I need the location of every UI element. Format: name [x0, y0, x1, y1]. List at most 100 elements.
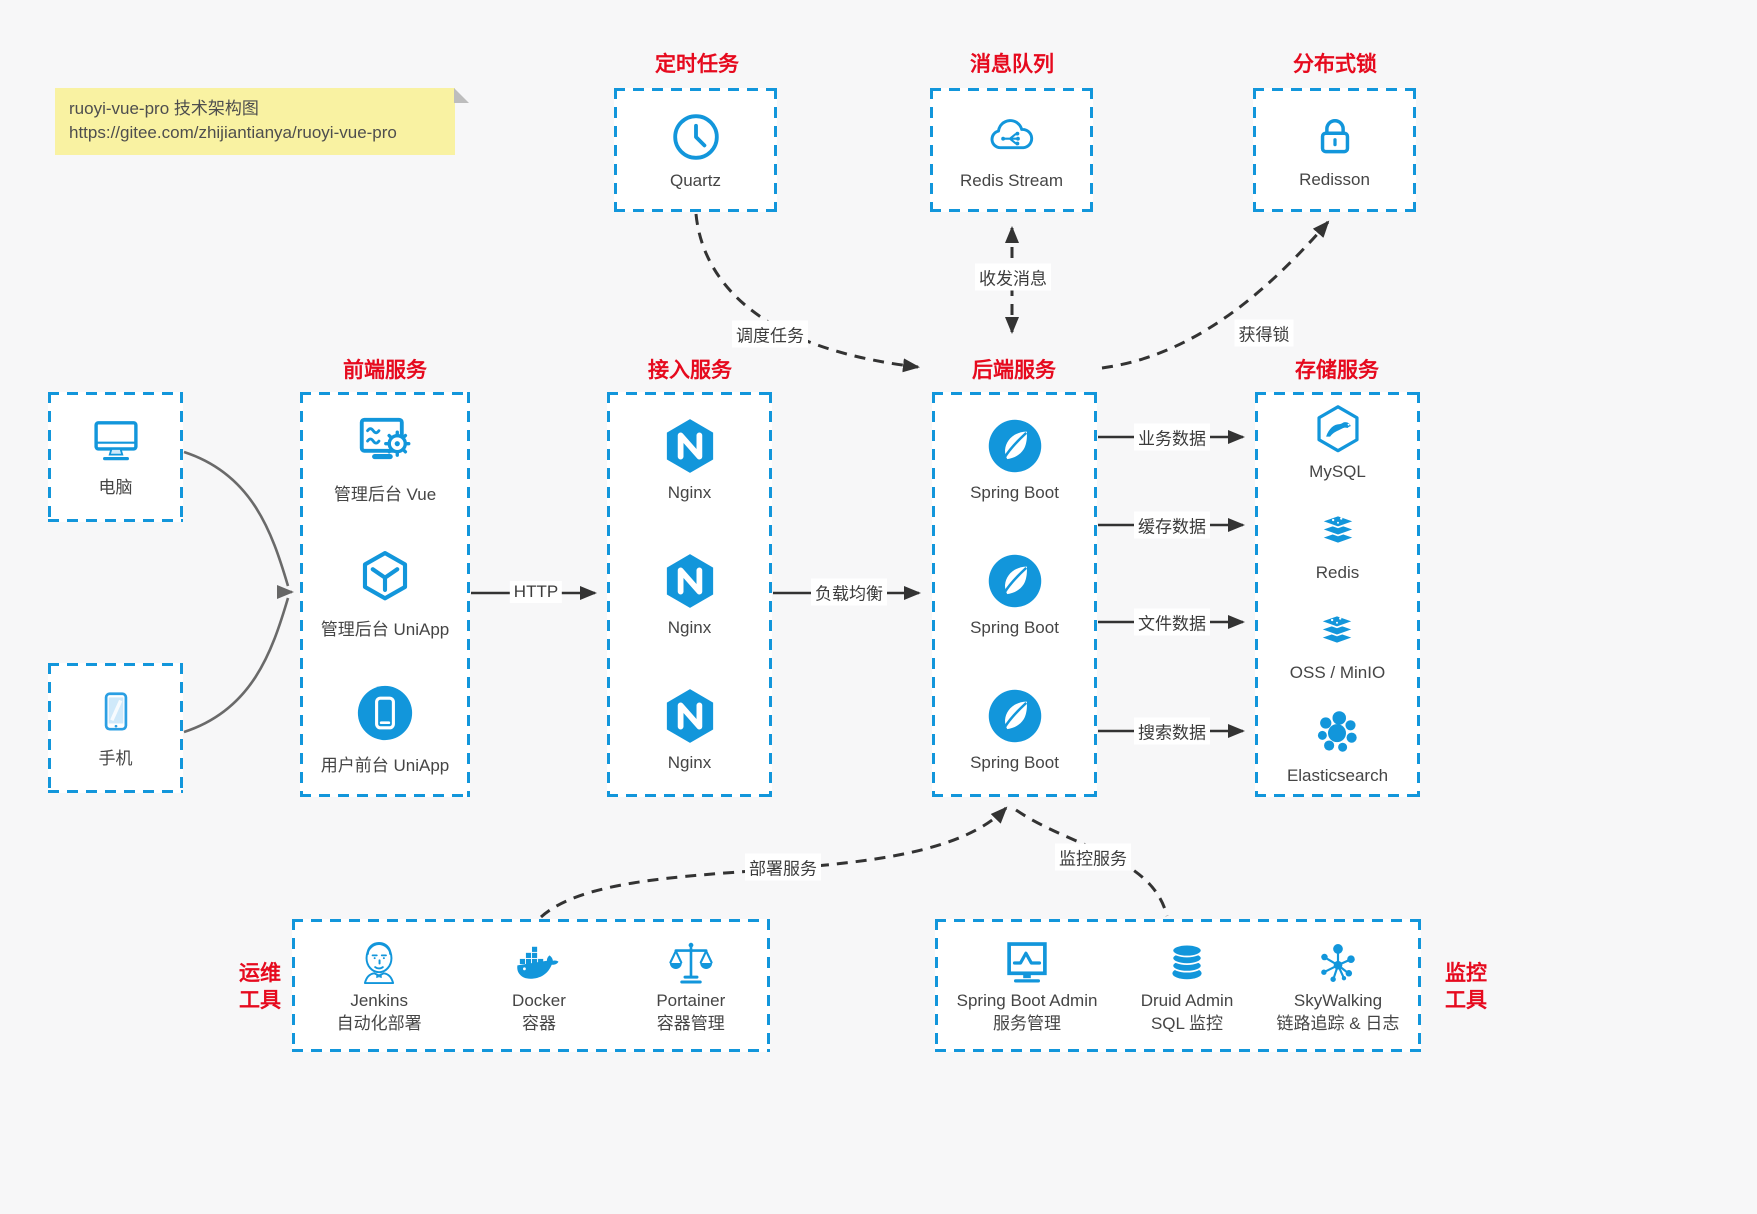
tool-name: Docker: [512, 990, 566, 1010]
edge-label-deploy-service: 部署服务: [745, 853, 821, 881]
database-icon: [1161, 937, 1213, 989]
mq-group-title: 消息队列: [970, 53, 1054, 76]
tool-desc: 自动化部署: [336, 1013, 422, 1033]
spring-boot-icon: [985, 416, 1045, 476]
node-admin-uniapp: 管理后台 UniApp: [321, 546, 449, 640]
scheduler-group-box: Quartz: [614, 88, 777, 212]
tool-desc: 链路追踪 & 日志: [1276, 1013, 1400, 1033]
gateway-group-title: 接入服务: [648, 359, 732, 382]
edge-label-http: HTTP: [509, 581, 563, 603]
node-label: MySQL: [1309, 461, 1366, 481]
edge-pc-to-frontend: [183, 450, 290, 587]
node-label: Nginx: [667, 618, 712, 637]
node-label: Spring Boot: [970, 618, 1059, 637]
nginx-icon: [660, 551, 720, 611]
node-label: 手机: [98, 749, 133, 768]
nginx-icon: [660, 416, 720, 476]
sticky-note: ruoyi-vue-pro 技术架构图 https://gitee.com/zh…: [55, 88, 469, 155]
node-label: Spring Boot: [970, 753, 1059, 772]
lock-group-box: Redisson: [1253, 88, 1416, 212]
tool-desc: SQL 监控: [1150, 1013, 1224, 1033]
note-fold-corner: [454, 88, 469, 103]
node-nginx-1: Nginx: [660, 416, 720, 503]
mq-group-box: Redis Stream: [930, 88, 1093, 212]
network-nodes-icon: [1312, 937, 1364, 989]
edge-label-search-data: 搜索数据: [1134, 717, 1210, 745]
node-redisson: Redisson: [1299, 111, 1370, 190]
lock-icon: [1309, 111, 1361, 163]
node-oss-minio: OSS / MinIO: [1290, 604, 1385, 683]
node-label: Nginx: [667, 483, 712, 502]
edge-acquire-lock: [1101, 220, 1330, 370]
jenkins-icon: [353, 937, 405, 989]
elasticsearch-cluster-icon: [1310, 705, 1364, 759]
edge-label-send-receive-message: 收发消息: [975, 263, 1051, 291]
client-mobile-box: 手机: [48, 663, 183, 793]
cube-icon: [354, 546, 416, 608]
monitor-chart-icon: [1001, 937, 1053, 989]
tool-desc: 容器: [521, 1013, 556, 1033]
tool-desc: 服务管理: [993, 1013, 1062, 1033]
docker-whale-icon: [511, 937, 567, 989]
scales-icon: [665, 937, 717, 989]
phone-circle-icon: [354, 682, 416, 744]
backend-group-box: Spring Boot Spring Boot Spring Boot: [932, 392, 1097, 797]
node-mobile: 手机: [91, 687, 141, 769]
node-user-uniapp: 用户前台 UniApp: [321, 682, 449, 776]
redis-stack-icon: [1312, 504, 1364, 556]
node-quartz: Quartz: [669, 110, 723, 191]
node-elasticsearch: Elasticsearch: [1287, 705, 1388, 786]
node-label: 管理后台 Vue: [333, 484, 437, 504]
monitoring-group-title: 监控 工具: [1445, 962, 1487, 1012]
tool-name: Druid Admin: [1140, 990, 1234, 1010]
mysql-icon: [1312, 403, 1364, 455]
node-label: Elasticsearch: [1286, 766, 1389, 786]
backend-group-title: 后端服务: [972, 359, 1056, 382]
admin-console-gear-icon: [354, 413, 416, 473]
node-docker: Docker 容器: [511, 937, 567, 1035]
edge-label-cache-data: 缓存数据: [1134, 511, 1210, 539]
node-mysql: MySQL: [1309, 403, 1366, 482]
node-label: 用户前台 UniApp: [320, 756, 450, 776]
client-pc-box: 电脑: [48, 392, 183, 522]
clock-icon: [669, 110, 723, 164]
lock-group-title: 分布式锁: [1293, 53, 1377, 76]
gateway-group-box: Nginx Nginx Nginx: [607, 392, 772, 797]
spring-boot-icon: [985, 686, 1045, 746]
frontend-group-box: 管理后台 Vue 管理后台 UniApp 用户前台 UniApp: [300, 392, 470, 797]
node-spring-boot-admin: Spring Boot Admin 服务管理: [956, 937, 1098, 1035]
node-label: 电脑: [98, 478, 133, 497]
storage-group-title: 存储服务: [1295, 359, 1379, 382]
node-label: Nginx: [667, 753, 712, 772]
node-label: Redis Stream: [960, 170, 1063, 190]
node-nginx-2: Nginx: [660, 551, 720, 638]
node-label: Redis: [1315, 562, 1360, 582]
storage-stack-icon: [1311, 604, 1363, 656]
edge-label-monitor-service: 监控服务: [1055, 843, 1131, 871]
node-redis: Redis: [1312, 504, 1364, 583]
node-portainer: Portainer 容器管理: [656, 937, 725, 1035]
node-label: Redisson: [1299, 169, 1370, 189]
node-nginx-3: Nginx: [660, 686, 720, 773]
cloud-share-icon: [983, 110, 1039, 164]
node-label: Spring Boot: [970, 483, 1059, 502]
tool-name: SkyWalking: [1293, 990, 1383, 1010]
tool-name: Jenkins: [350, 990, 408, 1010]
node-springboot-3: Spring Boot: [970, 686, 1059, 773]
node-springboot-2: Spring Boot: [970, 551, 1059, 638]
node-skywalking: SkyWalking 链路追踪 & 日志: [1276, 937, 1400, 1035]
devops-group-title: 运维 工具: [239, 962, 281, 1012]
node-jenkins: Jenkins 自动化部署: [337, 937, 422, 1035]
spring-boot-icon: [985, 551, 1045, 611]
monitor-icon: [87, 416, 145, 466]
node-pc: 电脑: [87, 416, 145, 498]
tool-desc: 容器管理: [656, 1013, 725, 1033]
tool-name: Portainer: [656, 990, 726, 1010]
tool-name: Spring Boot Admin: [956, 990, 1098, 1010]
node-druid-admin: Druid Admin SQL 监控: [1140, 937, 1234, 1035]
note-url: https://gitee.com/zhijiantianya/ruoyi-vu…: [69, 123, 397, 142]
edge-label-acquire-lock: 获得锁: [1234, 319, 1294, 347]
node-label: Quartz: [669, 170, 722, 190]
phone-icon: [91, 687, 141, 737]
devops-group-box: Jenkins 自动化部署 Docker 容器: [292, 919, 770, 1052]
